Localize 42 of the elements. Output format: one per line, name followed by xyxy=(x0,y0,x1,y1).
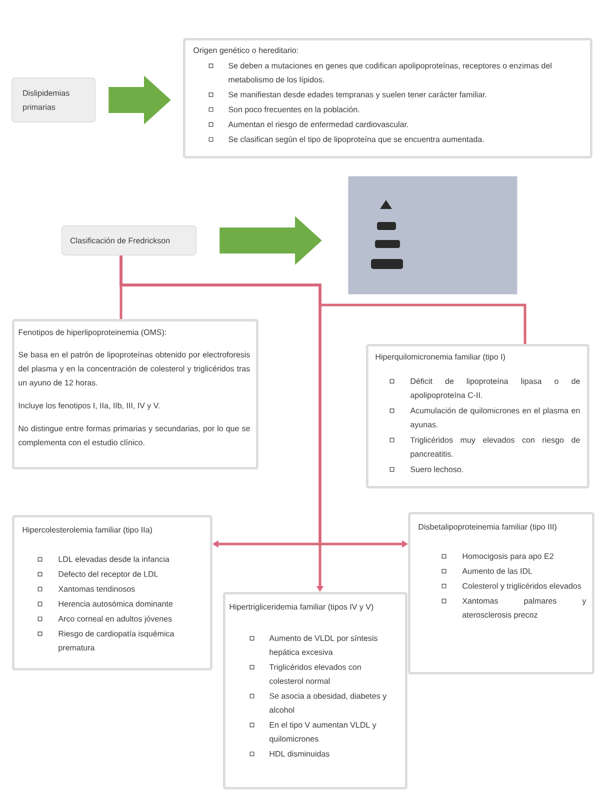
list-item: Riesgo de cardiopatía isquémica prematura xyxy=(58,630,174,652)
list-item: Aumento de las IDL xyxy=(462,568,532,574)
list-item: Déficit de lipoproteína lipasa o de apolipoproteína C-II. xyxy=(410,378,580,400)
list-item: Defecto del receptor de LDL xyxy=(58,571,158,578)
list-item: Se clasifican según el tipo de lipoproteína que se encuentra aumentada. xyxy=(228,136,484,144)
list-item: Homocigosis para apo E2 xyxy=(462,553,554,561)
paragraph: No distingue entre formas primarias y secundarias, por lo que se complementa con el estudio clínico. xyxy=(18,425,250,447)
content-panel xyxy=(366,344,590,488)
panel-heading: Fenotipos de hiperlipoproteinemia (OMS): xyxy=(18,329,166,337)
content-panel xyxy=(223,592,408,790)
list-item: Triglicéridos elevados con colesterol normal xyxy=(269,664,361,684)
topic-box: Clasificación de Fredrickson xyxy=(61,225,197,256)
panel-heading: Hipercolesterolemia familiar (tipo IIa) xyxy=(22,526,152,534)
content-panel xyxy=(183,38,592,158)
list-item: En el tipo V aumentan VLDL y quilomicrones xyxy=(270,722,376,744)
list-item: Triglicéridos muy elevados con riesgo de pancreatitis. xyxy=(410,436,580,458)
list-item: Arco corneal en adultos jóvenes xyxy=(58,616,172,624)
content-panel xyxy=(12,319,258,470)
electrophoresis-drawing xyxy=(348,176,518,294)
topic-box: Dislipidemias primarias xyxy=(11,77,96,123)
content-panel xyxy=(408,512,594,674)
list-item: LDL elevadas desde la infancia xyxy=(58,556,170,562)
list-item: Aumento de VLDL por síntesis hepática excesiva xyxy=(269,635,378,657)
paragraph: Se basa en el patrón de lipoproteínas obtenido por electroforesis del plasma y en la concentración de colesterol y triglicéridos tras un ayuno de 12 horas. xyxy=(18,352,250,388)
paragraph: Incluye los fenotipos I, IIa, IIb, III, IV y V. xyxy=(18,402,160,410)
list-item: Son poco frecuentes en la población. xyxy=(228,106,360,114)
list-item: Colesterol y triglicéridos elevados xyxy=(462,582,582,590)
panel-heading: Disbetalipoproteinemia familiar (tipo III) xyxy=(418,524,556,532)
list-item: Xantomas palmares y aterosclerosis precoz xyxy=(462,598,586,620)
list-item: Suero lechoso. xyxy=(410,466,463,472)
list-item: HDL disminuidas xyxy=(270,750,330,757)
list-item: Herencia autosómica dominante xyxy=(58,600,173,607)
list-item: Aumentan el riesgo de enfermedad cardiovascular. xyxy=(228,121,408,129)
panel-heading: Origen genético o hereditario: xyxy=(194,47,298,55)
list-item: Xantomas tendinosos xyxy=(58,586,135,592)
panel-heading: Hipertrigliceridemia familiar (tipos IV y V) xyxy=(230,604,374,612)
panel-heading: Hiperquilomicronemia familiar (tipo I) xyxy=(376,354,505,362)
content-panel xyxy=(12,515,212,670)
list-item: Se asocia a obesidad, diabetes y alcohol xyxy=(270,692,387,713)
list-item: Acumulación de quilomicrones en el plasma en ayunas. xyxy=(410,407,580,429)
list-item: Se manifiestan desde edades tempranas y suelen tener carácter familiar. xyxy=(228,91,486,99)
list-item: Se deben a mutaciones en genes que codifican apolipoproteínas, receptores o enzimas del metabolismo de los lípidos. xyxy=(228,62,552,84)
